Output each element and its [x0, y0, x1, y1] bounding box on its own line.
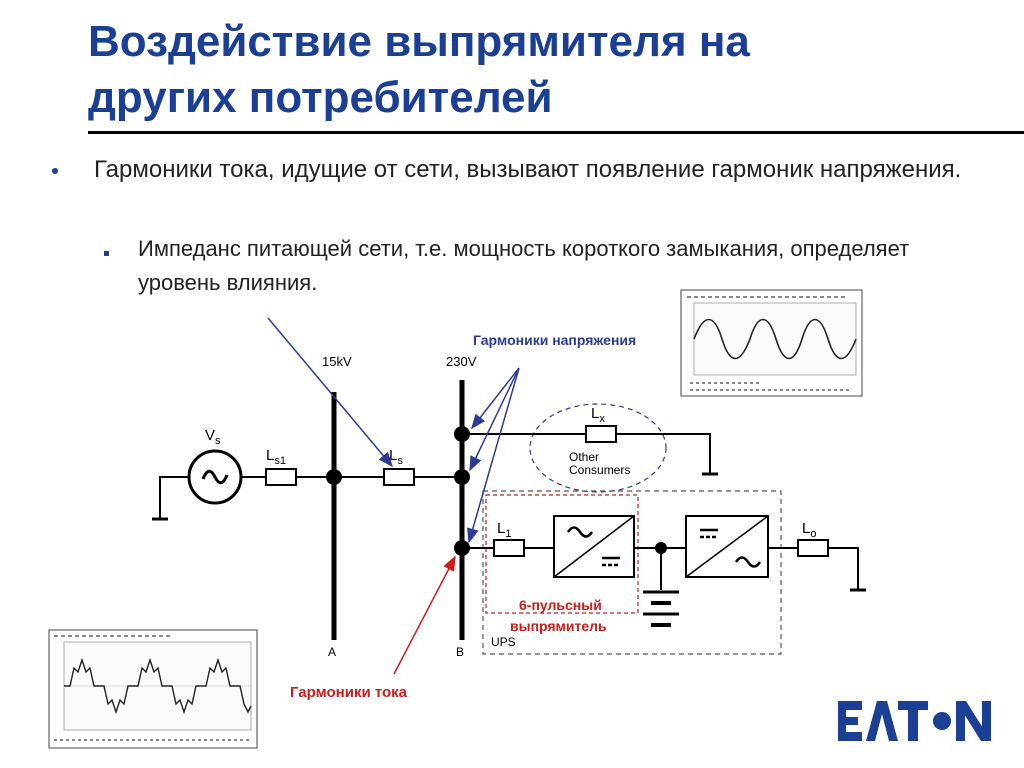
ac-source-icon	[187, 449, 243, 505]
ls1-inductor-icon	[265, 468, 297, 486]
bullet-level-2: Импеданс питающей сети, т.е. мощность ко…	[138, 236, 910, 295]
source-ground-wire	[159, 476, 189, 519]
sub-bullet-square-icon	[104, 251, 109, 256]
battery-icon	[643, 590, 679, 627]
rectifier-line1: 6-пульсный	[519, 597, 602, 613]
voltage-arrow-2	[469, 367, 520, 472]
voltage-harmonics-label: Гармоники напряжения	[473, 332, 636, 348]
busbar-a-label: A	[328, 645, 336, 659]
ups-box	[482, 490, 782, 655]
ups-label: UPS	[491, 635, 516, 649]
busbar-a-node	[326, 469, 342, 485]
rectifier-line2: выпрямитель	[510, 618, 607, 634]
slide-title: Воздействие выпрямителя на других потреб…	[88, 14, 988, 126]
busbar-b-voltage: 230V	[446, 354, 477, 369]
current-harmonics-label: Гармоники тока	[290, 684, 408, 701]
busbar-b-node-2	[454, 469, 470, 485]
rectifier-box	[485, 494, 639, 614]
ls1-label: Ls1	[266, 447, 286, 467]
busbar-b-label: B	[456, 645, 464, 659]
busbar-a-voltage: 15kV	[322, 354, 352, 369]
l1-label: L1	[497, 520, 511, 540]
bullet-level-1: Гармоники тока, идущие от сети, вызывают…	[94, 156, 962, 183]
other-consumers-line1: Other	[569, 450, 599, 464]
current-oscilloscope-image	[48, 629, 258, 749]
lx-inductor-icon	[585, 425, 617, 443]
lx-label: Lx	[591, 405, 605, 425]
current-arrow	[393, 555, 456, 675]
bullet-dot-icon	[52, 168, 58, 174]
other-consumers-line2: Consumers	[569, 463, 630, 477]
voltage-arrow-1	[471, 367, 520, 430]
l1-inductor-icon	[493, 539, 525, 557]
output-wire	[828, 547, 859, 590]
lo-label: Lo	[802, 520, 816, 540]
ls-inductor-icon	[383, 468, 415, 486]
voltage-arrow-3	[466, 367, 520, 544]
rectifier-ac-dc-icon	[553, 515, 635, 578]
other-consumers-wire	[462, 433, 711, 474]
title-line-2: других потребителей	[88, 73, 553, 122]
voltage-oscilloscope-image	[680, 289, 863, 397]
ls-label: Ls	[389, 447, 403, 467]
lo-inductor-icon	[797, 539, 829, 557]
title-line-1: Воздействие выпрямителя на	[88, 17, 750, 66]
inverter-dc-ac-icon	[685, 515, 769, 578]
eaton-logo	[838, 701, 991, 741]
source-label: Vs	[205, 427, 221, 447]
other-consumers-outline	[529, 403, 667, 493]
impedance-arrow	[267, 317, 393, 468]
title-divider	[88, 131, 1024, 134]
